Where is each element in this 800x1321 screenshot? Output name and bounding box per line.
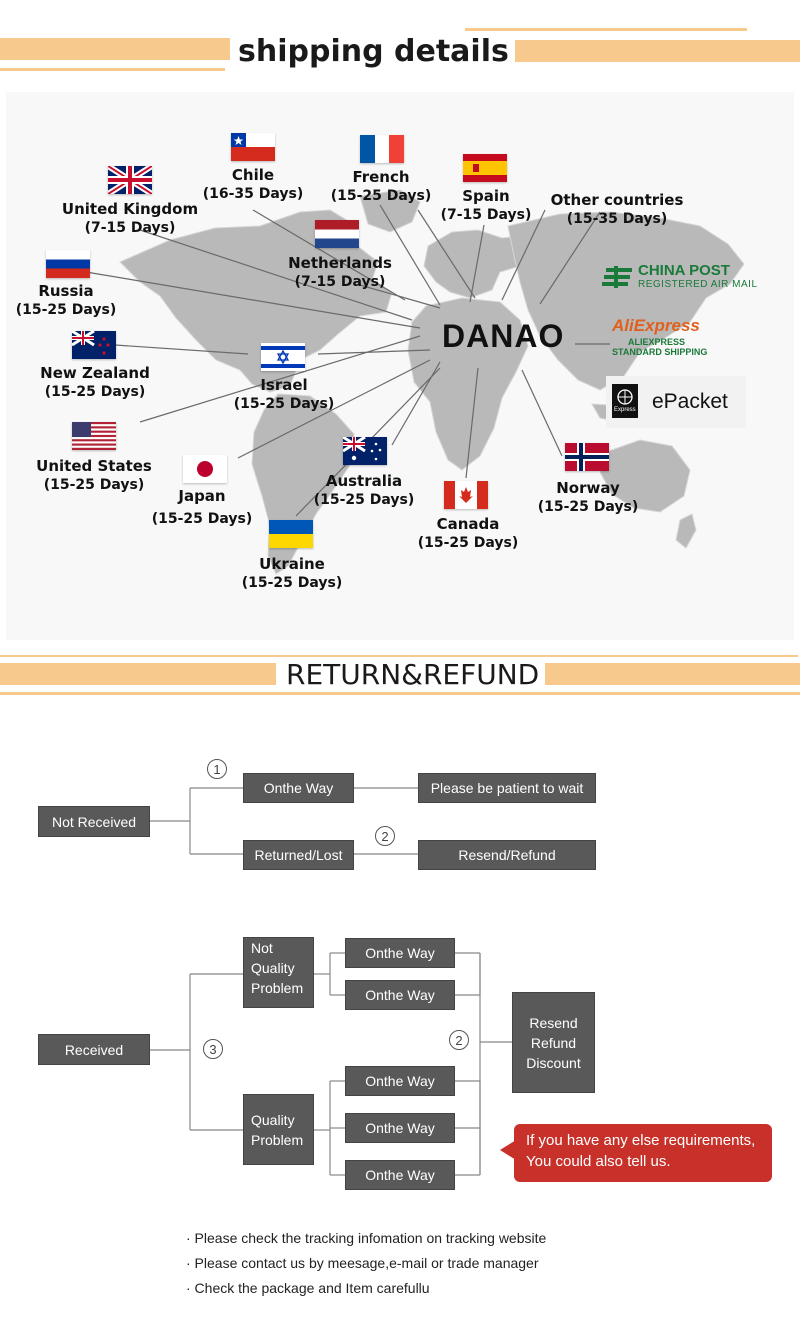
flag-new-zealand-icon [72,331,116,359]
country-label-russia: Russia(15-25 Days) [15,282,117,318]
aliexpress-logo: AliExpress [612,316,700,335]
callout-pointer [500,1140,516,1160]
node-onthe-way: Onthe Way [345,1160,455,1190]
china-post-sub: REGISTERED AIR MAIL [638,279,758,290]
banner-band-right [465,40,800,62]
carrier-aliexpress: AliExpress ALIEXPRESS STANDARD SHIPPING [612,316,722,362]
banner-line [0,655,798,657]
node-resend-refund-discount: Resend Refund Discount [512,992,595,1093]
country-label-netherlands: Netherlands(7-15 Days) [288,254,392,290]
node-onthe-way: Onthe Way [345,1113,455,1143]
flag-ukraine-icon [269,520,313,548]
bullet-check-package: · Check the package and Item carefullu [186,1280,430,1296]
map-australia [599,439,691,513]
flag-netherlands-icon [315,220,359,248]
flag-france-icon [360,135,404,163]
flowchart-connectors [150,787,512,1176]
node-received: Received [38,1034,150,1065]
flag-uk-icon [108,166,152,194]
step-number-3: 3 [203,1039,223,1059]
banner-line [0,68,225,71]
flag-spain-icon [463,154,507,182]
country-label-french: French(15-25 Days) [330,168,432,204]
flag-chile-icon [231,133,275,161]
node-onthe-way: Onthe Way [345,1066,455,1096]
flag-canada-icon [444,481,488,509]
flag-usa-icon [72,422,116,450]
country-label-canada: Canada(15-25 Days) [417,515,519,551]
map-greenland [359,189,421,233]
aliexpress-sub1: ALIEXPRESS [628,337,686,347]
aliexpress-sub2: STANDARD SHIPPING [612,347,708,357]
flag-japan-icon [183,455,227,483]
country-label-australia: Australia(15-25 Days) [313,472,415,508]
country-label-japan: Japan(15-25 Days) [151,487,253,527]
country-label-spain: Spain(7-15 Days) [440,187,532,223]
banner-band-right [516,663,800,685]
node-please-be-patient: Please be patient to wait [418,773,596,803]
map-africa [407,297,529,471]
note-callout: If you have any else requirements, You c… [514,1124,772,1182]
node-onthe-way: Onthe Way [243,773,354,803]
china-post-logo-icon [602,266,632,288]
bullet-contact: · Please contact us by meesage,e-mail or… [186,1255,539,1271]
node-returned-lost: Returned/Lost [243,840,354,870]
banner-band-left [0,663,276,685]
globe-icon [617,389,633,405]
danao-center-label: DANAO [442,318,565,354]
country-label-chile: Chile(16-35 Days) [202,166,304,202]
banner-line [0,692,800,695]
refund-title: RETURN&REFUND [280,658,546,691]
banner-line [465,28,747,31]
node-onthe-way: Onthe Way [345,938,455,968]
map-new-zealand [675,513,697,549]
step-number-2: 2 [375,826,395,846]
flag-israel-icon [261,343,305,371]
flag-australia-icon [343,437,387,465]
country-label-norway: Norway(15-25 Days) [537,479,639,515]
node-not-received: Not Received [38,806,150,837]
step-number-2: 2 [449,1030,469,1050]
flag-norway-icon [565,443,609,471]
node-resend-refund: Resend/Refund [418,840,596,870]
shipping-title: shipping details [232,34,515,69]
node-onthe-way: Onthe Way [345,980,455,1010]
node-not-quality-problem: Not Quality Problem [243,937,314,1008]
country-label-united-kingdom: United Kingdom(7-15 Days) [61,200,199,236]
country-label-other-countries: Other countries(15-35 Days) [550,191,684,227]
banner-band-left [0,38,230,60]
country-label-new-zealand: New Zealand(15-25 Days) [40,364,150,400]
carrier-epacket: Express ePacket [606,376,746,428]
bullet-tracking: · Please check the tracking infomation o… [186,1230,547,1246]
epacket-box-icon: Express [612,384,638,418]
country-label-ukraine: Ukraine(15-25 Days) [241,555,343,591]
epacket-name: ePacket [652,390,728,413]
map-asia [507,211,745,391]
country-label-united-states: United States(15-25 Days) [36,457,152,493]
step-number-1: 1 [207,759,227,779]
country-label-israel: Israel(15-25 Days) [233,376,335,412]
world-map [85,189,745,575]
flag-russia-icon [46,250,90,278]
china-post-name: CHINA POST [638,262,730,279]
node-quality-problem: Quality Problem [243,1094,314,1165]
